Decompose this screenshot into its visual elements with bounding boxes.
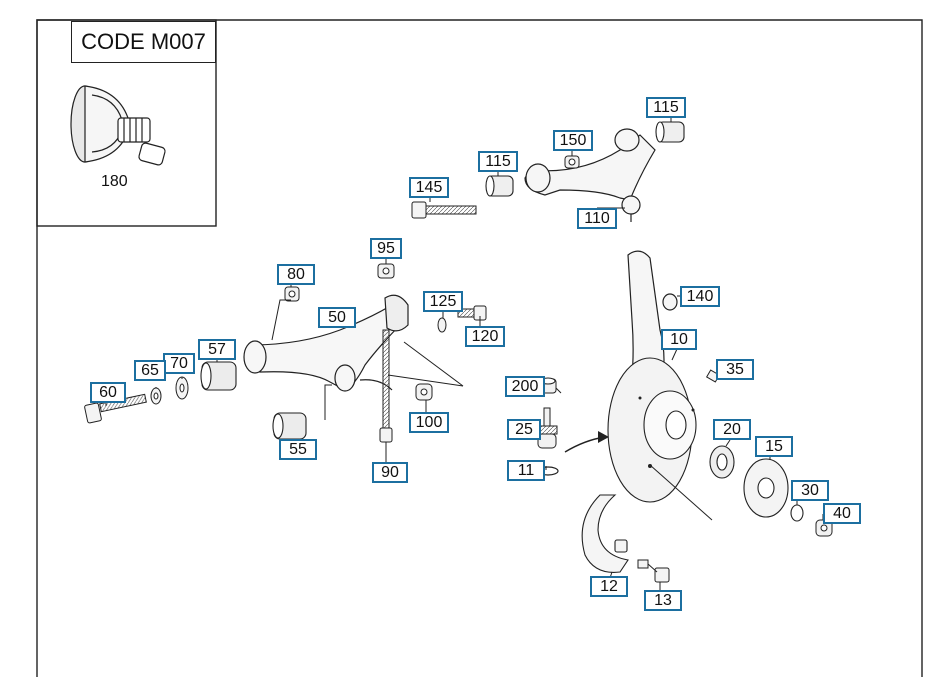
code-label: CODE M007 <box>71 21 216 63</box>
upper-control-arm-part <box>524 128 656 222</box>
callout-110[interactable]: 110 <box>577 208 617 229</box>
bushing-115-lower <box>485 175 514 197</box>
callout-30[interactable]: 30 <box>791 480 829 501</box>
lower-control-arm-part <box>243 294 409 392</box>
assembly-arrow-head <box>598 431 609 443</box>
ball-joint-25 <box>536 407 558 449</box>
callout-60[interactable]: 60 <box>90 382 126 403</box>
nut-95 <box>377 263 395 279</box>
callout-55[interactable]: 55 <box>279 439 317 460</box>
nut-100 <box>415 383 433 401</box>
nut-150 <box>564 155 580 169</box>
callout-10[interactable]: 10 <box>661 329 697 350</box>
callout-40[interactable]: 40 <box>823 503 861 524</box>
inset-frame <box>36 19 217 227</box>
callout-150[interactable]: 150 <box>553 130 593 151</box>
nut-80 <box>284 286 300 302</box>
washer-125 <box>437 317 447 333</box>
callout-57[interactable]: 57 <box>198 339 236 360</box>
bolt-13 <box>637 559 670 583</box>
callout-11[interactable]: 11 <box>507 460 545 481</box>
callout-15[interactable]: 15 <box>755 436 793 457</box>
callout-140[interactable]: 140 <box>680 286 720 307</box>
bushing-57 <box>200 361 237 391</box>
nut-40 <box>815 519 833 537</box>
callout-50[interactable]: 50 <box>318 307 356 328</box>
brake-disc-part <box>607 357 697 503</box>
disc-holes <box>638 396 695 468</box>
callout-80[interactable]: 80 <box>277 264 315 285</box>
callout-115-top[interactable]: 115 <box>646 97 686 118</box>
callout-65[interactable]: 65 <box>134 360 166 381</box>
inset-part-label-180: 180 <box>101 173 128 190</box>
callout-25[interactable]: 25 <box>507 419 541 440</box>
callout-115[interactable]: 115 <box>478 151 518 172</box>
cv-joint-part <box>70 85 166 166</box>
callout-90[interactable]: 90 <box>372 462 408 483</box>
bearing-20 <box>709 445 735 479</box>
circlip-30 <box>790 504 804 522</box>
callout-20[interactable]: 20 <box>713 419 751 440</box>
bushing-115-upper <box>655 121 685 143</box>
callout-100[interactable]: 100 <box>409 412 449 433</box>
page-frame <box>36 19 923 677</box>
bolt-90 <box>379 329 393 443</box>
washer-65 <box>150 387 162 405</box>
callout-12[interactable]: 12 <box>590 576 628 597</box>
callout-13[interactable]: 13 <box>644 590 682 611</box>
washer-70 <box>175 376 189 400</box>
bushing-55 <box>272 412 307 440</box>
wheel-hub-15 <box>743 458 789 518</box>
dust-shield-12 <box>581 494 629 573</box>
callout-120[interactable]: 120 <box>465 326 505 347</box>
callout-95[interactable]: 95 <box>370 238 402 259</box>
callout-200[interactable]: 200 <box>505 376 545 397</box>
callout-145[interactable]: 145 <box>409 177 449 198</box>
callout-35[interactable]: 35 <box>716 359 754 380</box>
callout-70[interactable]: 70 <box>163 353 195 374</box>
bolt-145 <box>411 201 477 219</box>
callout-125[interactable]: 125 <box>423 291 463 312</box>
